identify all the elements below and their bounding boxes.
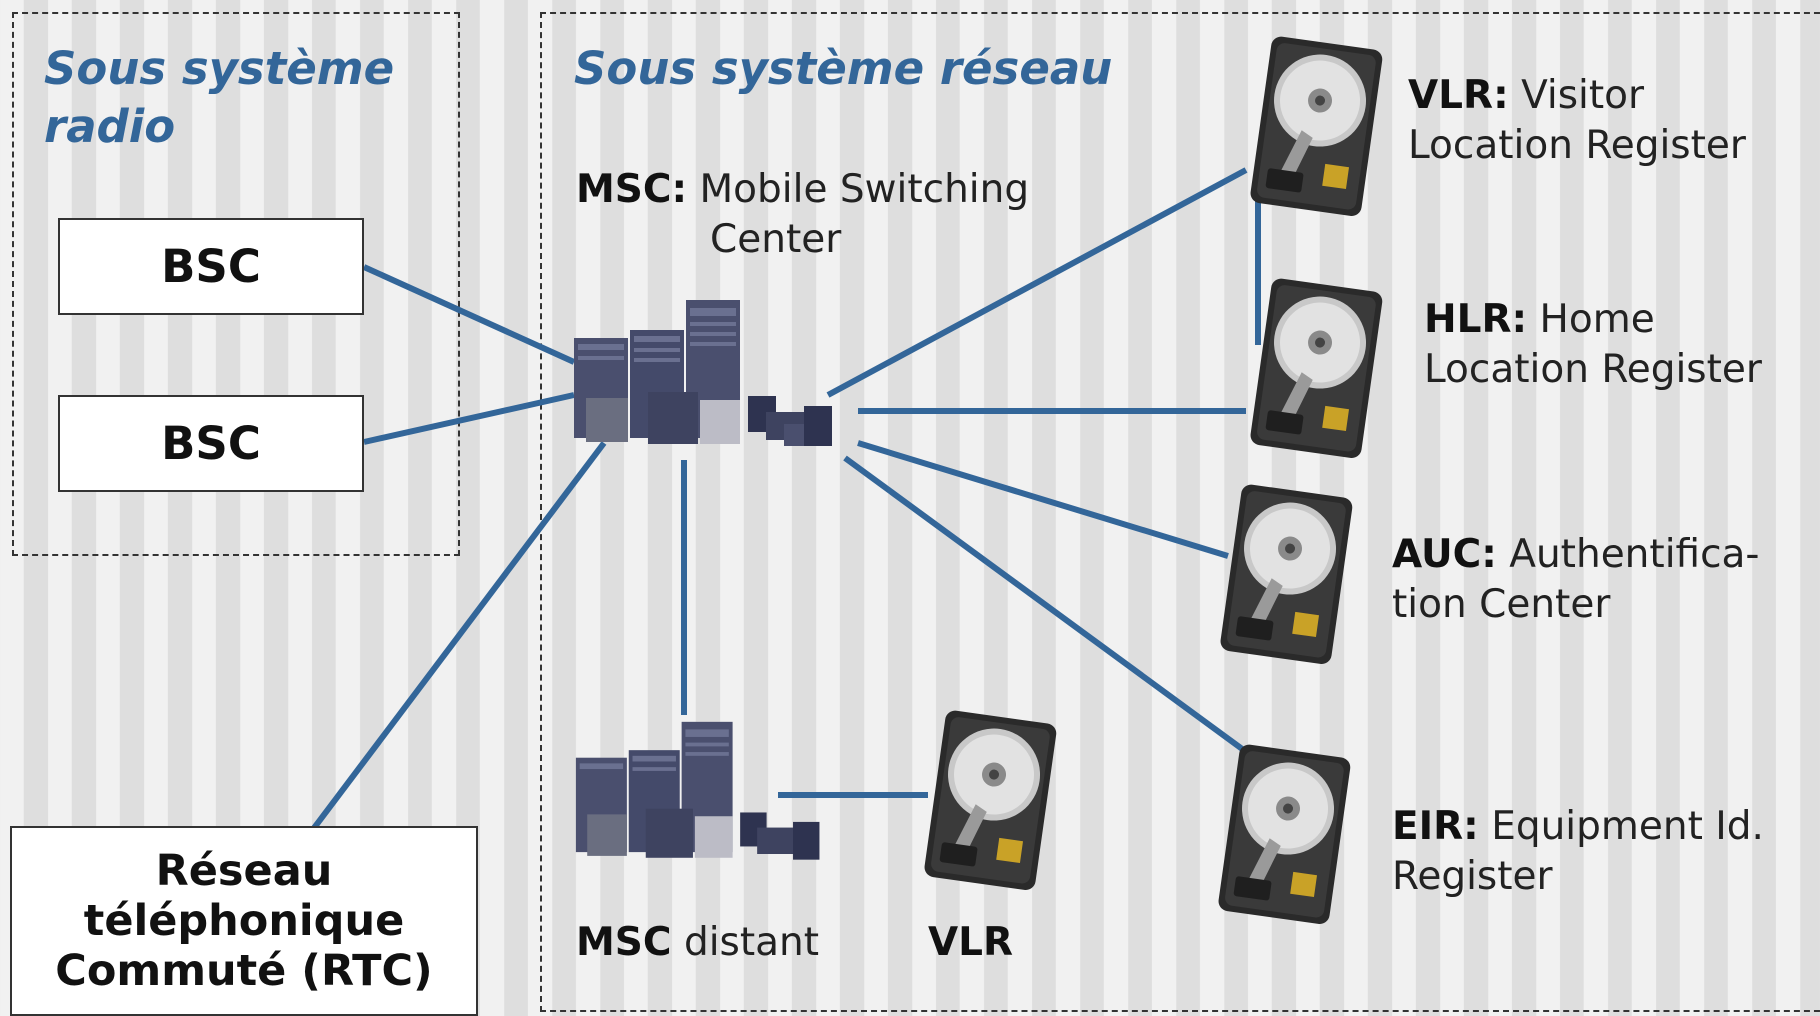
radio-subsystem-title: Sous système radio [44, 40, 394, 156]
auc-name-line2: tion Center [1392, 582, 1611, 627]
msc-name-line2: Center [710, 217, 842, 262]
rtc-line2: téléphonique [83, 896, 405, 946]
vlr-name-line1: Visitor [1521, 73, 1645, 118]
radio-title-line1: Sous système [44, 42, 395, 95]
msc-abbr: MSC: [576, 167, 688, 212]
link-msc-auc [857, 440, 1229, 559]
eir-abbr: EIR: [1392, 804, 1479, 849]
vlr-label: VLR: Visitor Location Register [1408, 71, 1746, 171]
radio-subsystem-group [12, 12, 460, 556]
rtc-line1: Réseau [155, 846, 333, 896]
hlr-abbr: HLR: [1424, 297, 1528, 342]
vlr-name-line2: Location Register [1408, 123, 1746, 168]
bsc-box-2: BSC [58, 395, 364, 492]
server-rack-icon [574, 300, 832, 446]
vlr-hard-drive-icon [1250, 36, 1383, 216]
link-bsc1-msc [362, 264, 576, 365]
link-bsc2-msc [363, 392, 575, 445]
network-subsystem-title: Sous système réseau [574, 42, 1113, 95]
remote-msc-abbr: MSC [576, 920, 672, 965]
link-msc-vlr [826, 167, 1248, 398]
remote-msc-label: MSC distant [576, 918, 819, 968]
remote-vlr-label: VLR [928, 918, 1013, 968]
rtc-box: Réseau téléphonique Commuté (RTC) [10, 826, 478, 1016]
hlr-name-line1: Home [1539, 297, 1655, 342]
eir-hard-drive-icon [1218, 744, 1351, 924]
eir-name-line1: Equipment Id. [1491, 804, 1764, 849]
remote-server-rack-icon [575, 721, 820, 860]
vlr-abbr: VLR: [1408, 73, 1509, 118]
link-rtc-msc [311, 441, 607, 830]
radio-title-line2: radio [44, 100, 176, 153]
eir-label: EIR: Equipment Id. Register [1392, 802, 1764, 902]
auc-label: AUC: Authentifica- tion Center [1392, 530, 1760, 630]
link-msc-eir [843, 455, 1262, 765]
hlr-label: HLR: Home Location Register [1424, 295, 1762, 395]
remote-vlr-abbr: VLR [928, 920, 1014, 965]
remote-msc-suffix: distant [683, 920, 820, 965]
rtc-line3: Commuté (RTC) [55, 946, 433, 996]
msc-label: MSC: Mobile Switching Center [576, 165, 1029, 265]
msc-name-line1: Mobile Switching [699, 167, 1030, 212]
remote-vlr-hard-drive-icon [924, 710, 1057, 890]
auc-hard-drive-icon [1220, 484, 1353, 664]
auc-name-line1: Authentifica- [1509, 532, 1760, 577]
hlr-hard-drive-icon [1250, 278, 1383, 458]
bsc-box-1: BSC [58, 218, 364, 315]
hlr-name-line2: Location Register [1424, 347, 1762, 392]
eir-name-line2: Register [1392, 854, 1553, 899]
auc-abbr: AUC: [1392, 532, 1497, 577]
